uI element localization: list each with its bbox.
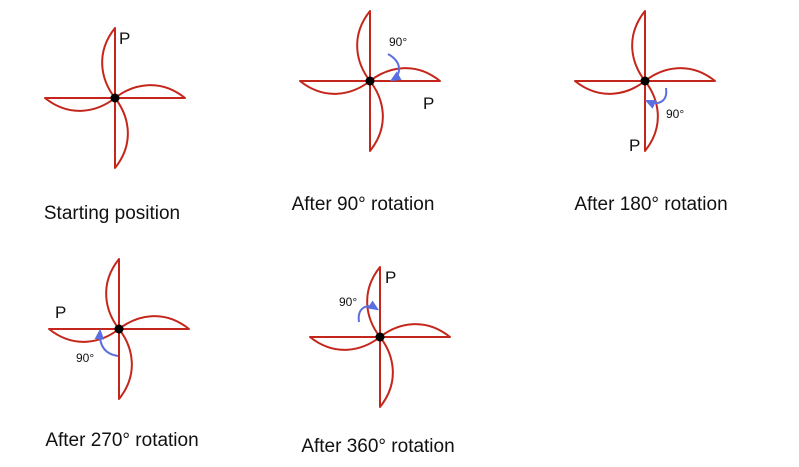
panel-after-90: 90° P After 90° rotation (292, 10, 441, 215)
point-p-label: P (423, 94, 434, 113)
panel-after-180: 90° P After 180° rotation (574, 10, 728, 215)
center-point (365, 76, 375, 86)
rotation-arrow (94, 328, 119, 357)
center-point (110, 93, 120, 103)
angle-label: 90° (76, 351, 94, 365)
panel-after-360: 90° P After 360° rotation (301, 266, 455, 457)
caption-after-360: After 360° rotation (301, 436, 454, 457)
caption-after-180: After 180° rotation (574, 194, 727, 215)
angle-label: 90° (666, 107, 684, 121)
caption-starting-position: Starting position (44, 203, 180, 224)
panel-after-270: 90° P After 270° rotation (45, 258, 199, 451)
rotation-arrow (357, 300, 380, 323)
caption-after-90: After 90° rotation (292, 194, 435, 215)
rotation-arrow (387, 53, 402, 82)
angle-label: 90° (339, 295, 357, 309)
center-point (114, 324, 124, 334)
panel-starting-position: P Starting position (44, 27, 186, 224)
center-point (640, 76, 650, 86)
point-p-label: P (119, 29, 130, 48)
point-p-label: P (385, 268, 396, 287)
point-p-label: P (629, 136, 640, 155)
point-p-label: P (55, 303, 66, 322)
rotation-arrow (644, 87, 668, 109)
caption-after-270: After 270° rotation (45, 430, 198, 451)
angle-label: 90° (389, 35, 407, 49)
center-point (375, 332, 385, 342)
